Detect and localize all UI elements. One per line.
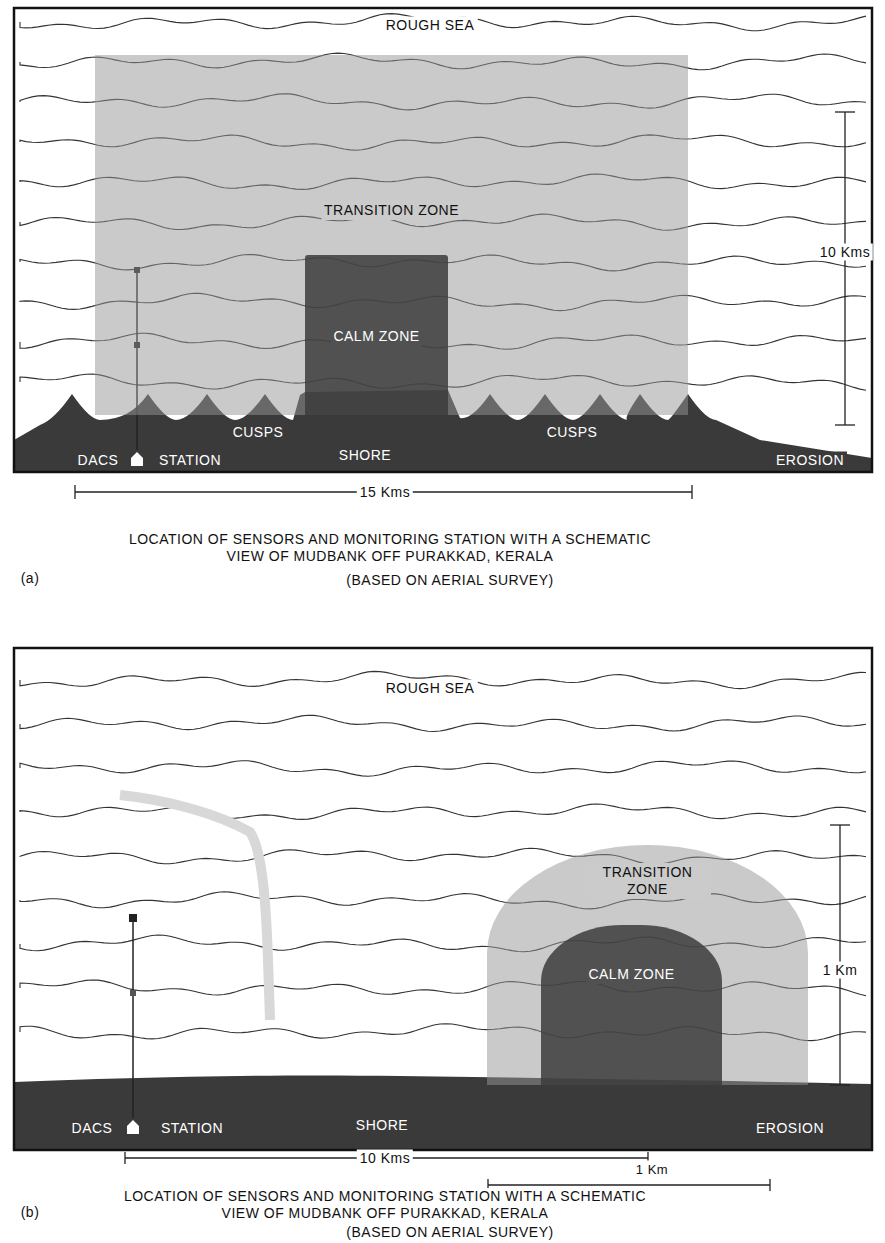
- map-label: 1 Km: [820, 962, 861, 979]
- station-icon: [127, 1120, 139, 1134]
- map-label: 1 Km: [633, 1161, 671, 1178]
- smudge: [120, 795, 270, 1020]
- calm-zone: CALM ZONE: [541, 925, 722, 1085]
- station-icon: [131, 452, 143, 466]
- figure-caption: LOCATION OF SENSORS AND MONITORING STATI…: [102, 1188, 668, 1222]
- sensor: [129, 914, 137, 922]
- map-label: DACS: [75, 452, 122, 469]
- map-label: STATION: [158, 1120, 226, 1137]
- map-label: EROSION: [773, 452, 847, 469]
- zone-label: CALM ZONE: [330, 327, 422, 346]
- calm-zone: CALM ZONE: [305, 255, 448, 415]
- map-label: DACS: [69, 1120, 116, 1137]
- shore-band: [14, 1075, 872, 1150]
- transition-zone: TRANSITION ZONE CALM ZONE: [95, 55, 688, 415]
- wave-line: [20, 804, 866, 819]
- map-label: (a): [18, 570, 43, 587]
- map-label: (BASED ON AERIAL SURVEY): [343, 572, 556, 589]
- wave-line: [20, 848, 866, 864]
- sensor: [130, 990, 136, 996]
- map-label: (b): [18, 1204, 43, 1221]
- transition-zone: TRANSITION ZONE CALM ZONE: [487, 845, 808, 1085]
- map-label: SHORE: [336, 447, 394, 464]
- map-label: STATION: [156, 452, 224, 469]
- map-label: EROSION: [753, 1120, 827, 1137]
- zone-label: TRANSITION ZONE: [321, 201, 462, 220]
- wave-line: [20, 715, 866, 731]
- map-label: 10 Kms: [817, 244, 873, 261]
- map-label: ROUGH SEA: [383, 680, 478, 697]
- map-label: ROUGH SEA: [383, 17, 478, 34]
- wave-line: [20, 761, 866, 777]
- map-label: SHORE: [353, 1117, 411, 1134]
- panel-frame: [14, 8, 872, 472]
- panel-frame: [14, 648, 872, 1150]
- figure-caption: LOCATION OF SENSORS AND MONITORING STATI…: [107, 531, 673, 565]
- map-label: 15 Kms: [357, 484, 413, 501]
- map-label: CUSPS: [544, 424, 601, 441]
- zone-label: TRANSITION ZONE: [585, 863, 711, 899]
- zone-label: CALM ZONE: [585, 965, 677, 984]
- map-label: 10 Kms: [357, 1150, 413, 1167]
- map-label: CUSPS: [230, 424, 287, 441]
- map-label: (BASED ON AERIAL SURVEY): [343, 1224, 556, 1241]
